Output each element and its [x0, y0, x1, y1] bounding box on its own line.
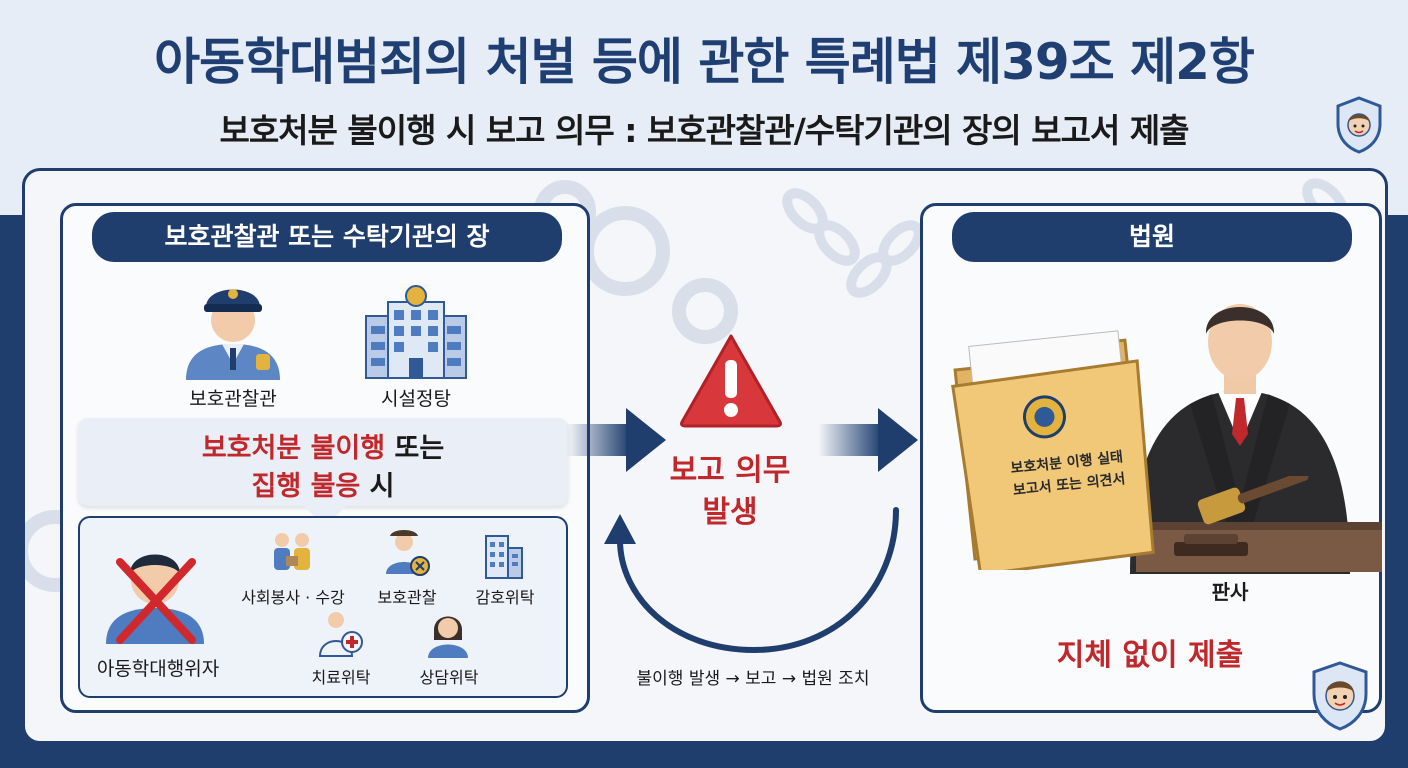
community-service-icon	[274, 533, 310, 570]
treatment-label: 치료위탁	[311, 668, 371, 687]
report-duty-title: 보고 의무 발생	[650, 450, 810, 534]
condition-line-1: 보호처분 불이행 또는	[78, 426, 568, 465]
left-panel-header: 보호관찰관 또는 수탁기관의 장	[92, 212, 562, 262]
probation-officer-icon	[186, 289, 280, 380]
facility-building-icon	[365, 285, 467, 379]
condition-nonperformance: 보호처분 불이행	[201, 433, 386, 464]
condition-noncompliance: 집행 불응	[251, 471, 361, 502]
warning-icon	[680, 334, 782, 428]
facility-label: 시설정탕	[381, 388, 451, 410]
officer-label: 보호관찰관	[189, 388, 277, 410]
feedback-loop-arrow-icon	[604, 507, 899, 654]
probation-label: 보호관찰	[377, 588, 437, 607]
page-subtitle: 보호처분 불이행 시 보고 의무 : 보호관찰관/수탁기관의 장의 보고서 제출	[219, 111, 1189, 150]
arrow-to-court-icon	[818, 408, 918, 472]
condition-line-2: 집행 불응 시	[78, 464, 568, 503]
right-panel-header: 법원	[952, 212, 1352, 262]
probation-icon	[386, 530, 430, 576]
counseling-icon	[428, 616, 468, 658]
treatment-icon	[318, 612, 363, 657]
flow-caption: 불이행 발생 → 보고 → 법원 조치	[636, 669, 870, 689]
counseling-label: 상담위탁	[419, 668, 479, 687]
submit-without-delay-label: 지체 없이 제출	[1056, 638, 1244, 673]
custody-facility-icon	[485, 535, 523, 579]
report-folder-icon	[951, 330, 1155, 570]
page-title: 아동학대범죄의 처벌 등에 관한 특례법 제39조 제2항	[154, 33, 1255, 91]
report-duty-line-1: 보고 의무	[669, 453, 791, 488]
offender-icon	[106, 554, 204, 644]
condition-when: 시	[360, 471, 395, 502]
offender-label: 아동학대행위자	[96, 658, 220, 680]
condition-or: 또는	[385, 433, 445, 464]
community-service-label: 사회봉사 · 수강	[241, 588, 345, 607]
gavel-icon	[1174, 476, 1309, 556]
judge-label: 판사	[1211, 580, 1249, 604]
custody-label: 감호위탁	[475, 588, 535, 607]
child-shield-bottom-icon	[1312, 661, 1368, 731]
condition-box: 보호처분 불이행 또는 집행 불응 시	[78, 418, 568, 506]
arrow-to-center-icon	[566, 408, 666, 472]
child-shield-icon	[1336, 96, 1382, 154]
report-duty-line-2: 발생	[702, 495, 758, 530]
